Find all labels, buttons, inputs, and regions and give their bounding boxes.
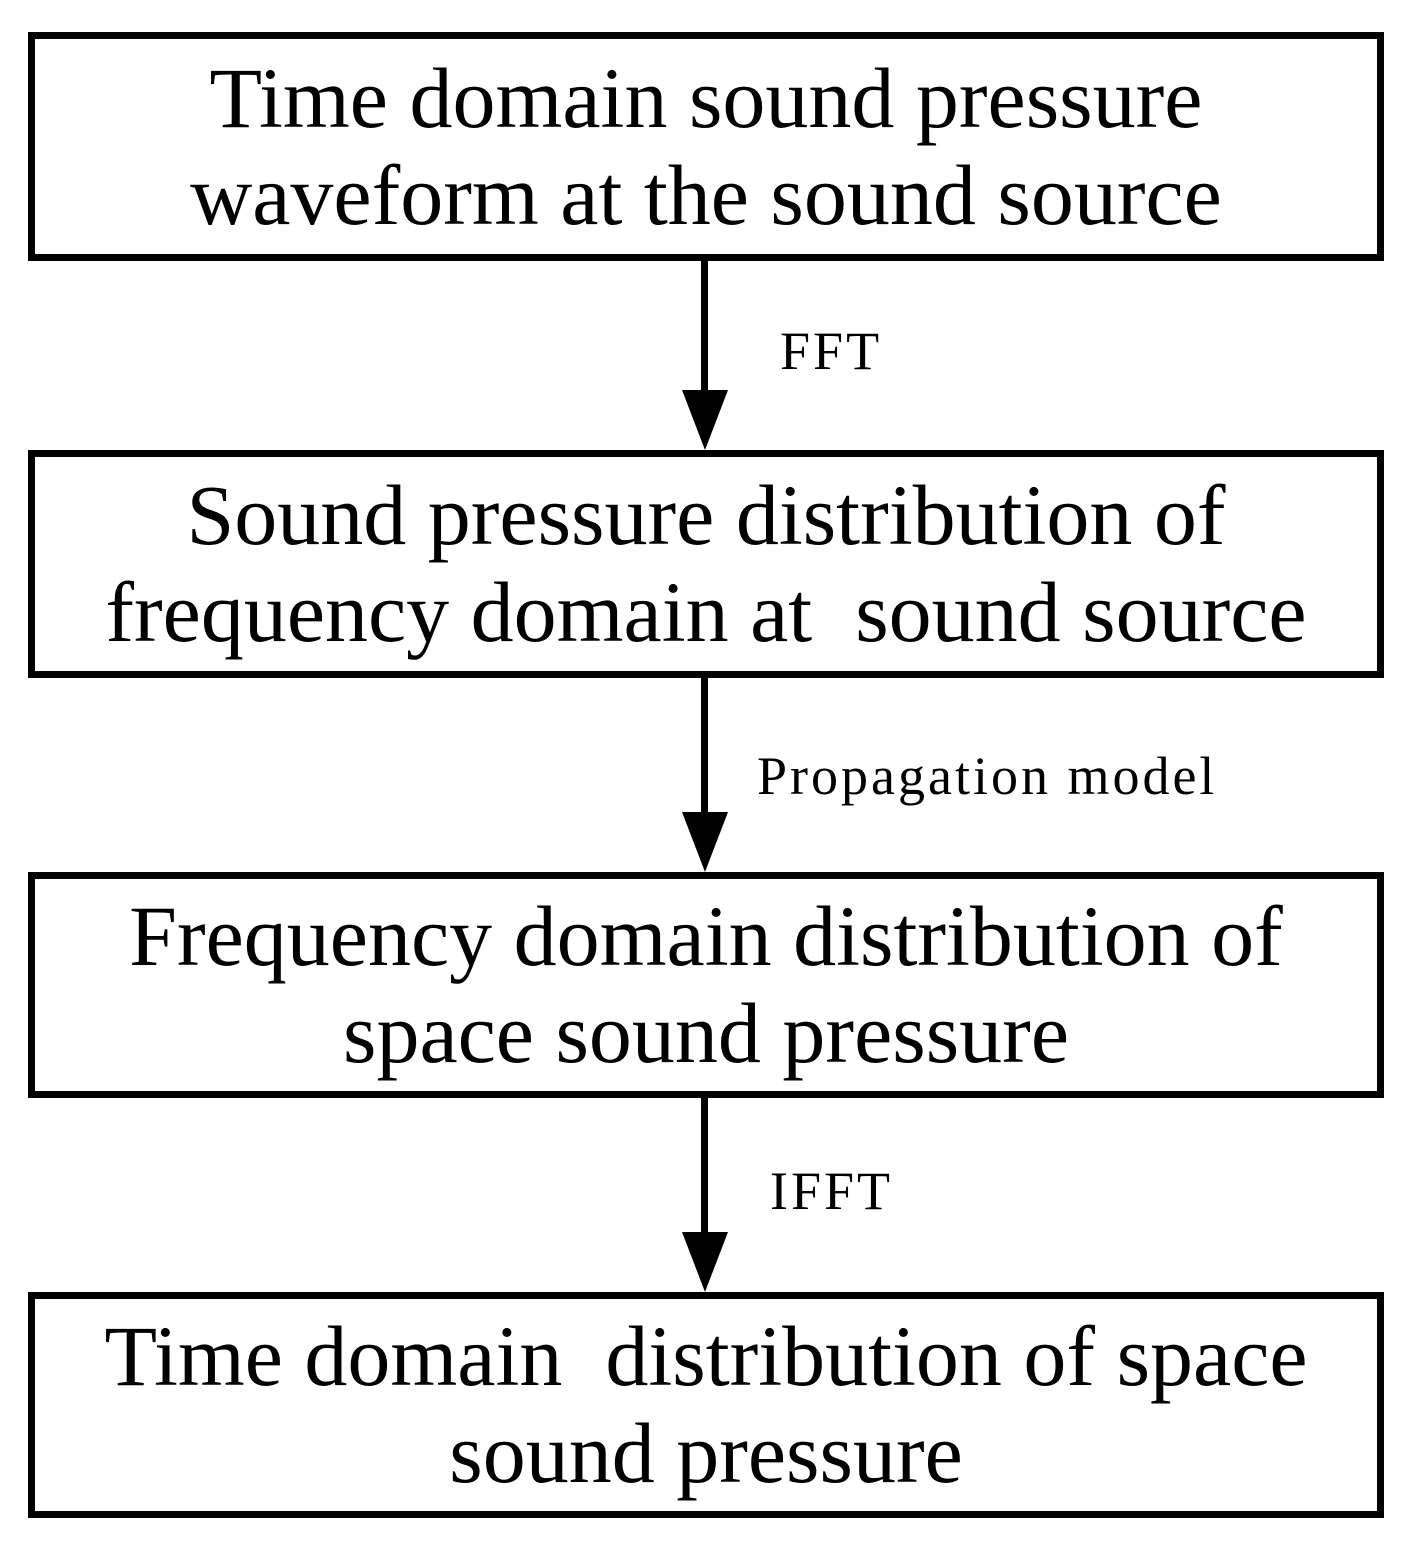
arrow-propagation-model-label: Propagation model <box>757 746 1218 806</box>
arrow-ifft-label: IFFT <box>770 1161 894 1221</box>
arrow-ifft-arrowhead-icon <box>682 1232 728 1292</box>
arrow-propagation-model-arrowhead-icon <box>682 812 728 872</box>
box-frequency-domain-space-distribution: Frequency domain distribution of space s… <box>28 872 1384 1098</box>
arrow-propagation-model-shaft <box>701 678 708 815</box>
box-frequency-domain-space-distribution-label: Frequency domain distribution of space s… <box>129 888 1283 1081</box>
box-frequency-domain-source-distribution-label: Sound pressure distribution of frequency… <box>105 467 1307 660</box>
box-time-domain-space-distribution-label: Time domain distribution of space sound … <box>104 1308 1308 1501</box>
arrow-fft-shaft <box>701 261 708 393</box>
box-time-domain-source-waveform: Time domain sound pressure waveform at t… <box>28 32 1384 261</box>
arrow-fft-label: FFT <box>780 321 883 381</box>
arrow-fft-arrowhead-icon <box>682 390 728 450</box>
box-time-domain-space-distribution: Time domain distribution of space sound … <box>28 1292 1384 1518</box>
box-frequency-domain-source-distribution: Sound pressure distribution of frequency… <box>28 450 1384 678</box>
arrow-ifft-shaft <box>701 1098 708 1235</box>
box-time-domain-source-waveform-label: Time domain sound pressure waveform at t… <box>190 49 1222 243</box>
